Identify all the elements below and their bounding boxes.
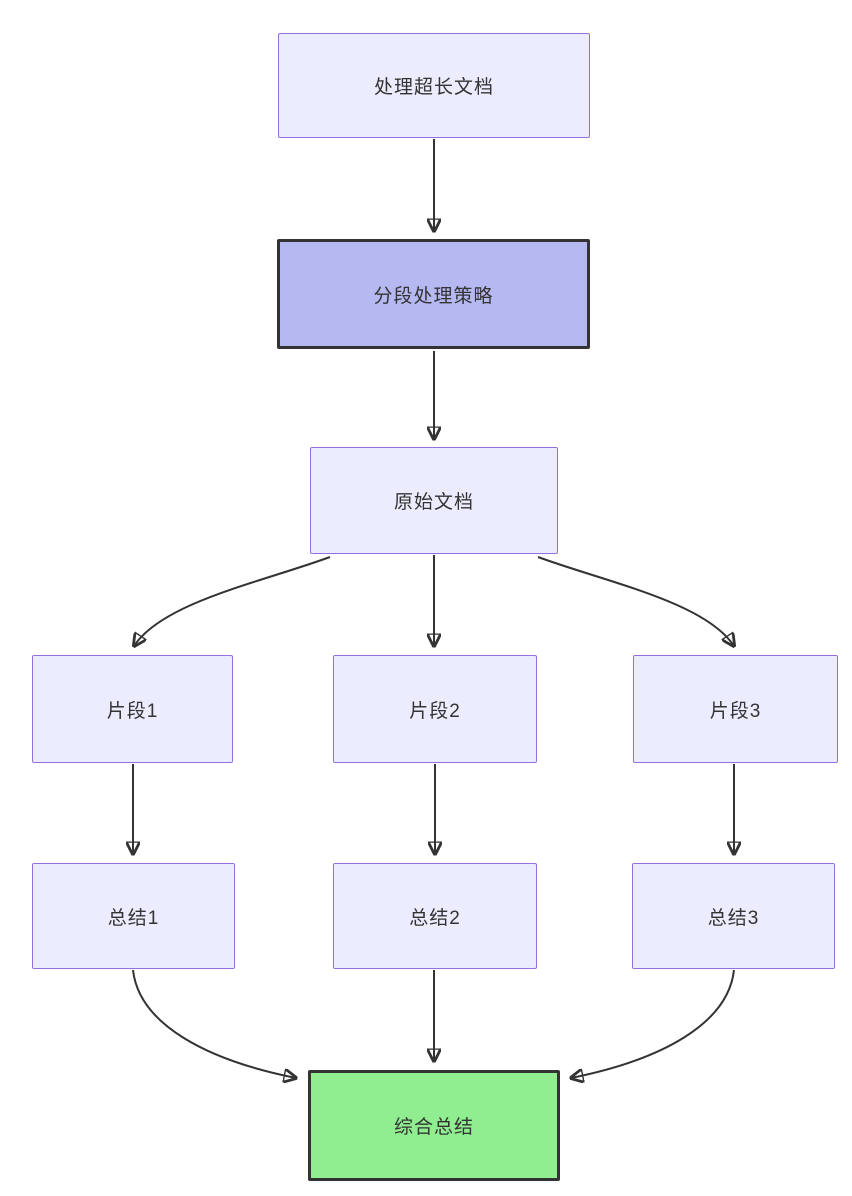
node-label: 分段处理策略 [373, 285, 494, 307]
node-summary-2: 总结2 [333, 863, 537, 969]
edge-sum1-final [132, 969, 296, 1078]
edge-doc-seg3 [537, 556, 734, 646]
node-label: 总结1 [107, 907, 160, 929]
node-segmentation-strategy: 分段处理策略 [277, 239, 590, 349]
node-label: 综合总结 [393, 1117, 474, 1138]
node-label: 处理超长文档 [373, 77, 494, 98]
node-label: 总结3 [707, 907, 760, 929]
node-summary-3: 总结3 [632, 863, 835, 969]
node-label: 片段2 [409, 700, 461, 722]
node-label: 片段3 [709, 700, 762, 722]
node-segment-1: 片段1 [32, 655, 233, 763]
node-label: 总结2 [409, 907, 461, 929]
edge-doc-seg1 [134, 556, 331, 646]
node-segment-2: 片段2 [333, 655, 537, 763]
node-original-document: 原始文档 [310, 447, 558, 554]
node-final-summary: 综合总结 [308, 1070, 560, 1181]
node-summary-1: 总结1 [32, 863, 235, 969]
node-label: 原始文档 [393, 492, 474, 513]
edge-sum3-final [571, 969, 735, 1078]
node-segment-3: 片段3 [633, 655, 838, 763]
node-process-long-document: 处理超长文档 [278, 33, 590, 138]
node-label: 片段1 [106, 700, 159, 722]
